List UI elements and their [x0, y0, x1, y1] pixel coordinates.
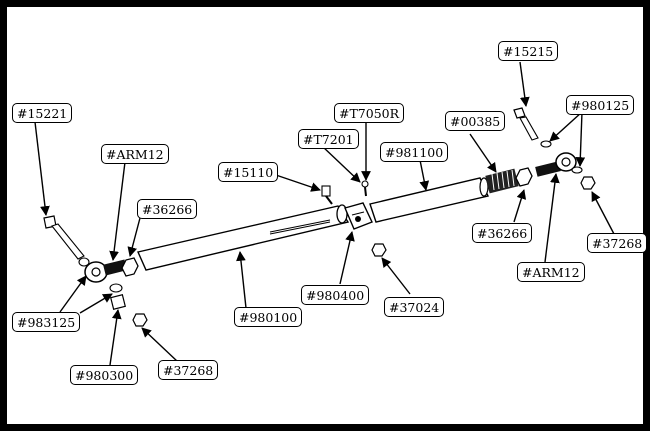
washer-left: [78, 257, 90, 267]
clamp-block-980400: [344, 202, 373, 230]
tube-981100: [369, 177, 489, 223]
label-00385: #00385: [445, 111, 506, 131]
bolt-15221: [43, 215, 85, 260]
label-980100: #980100: [234, 307, 303, 327]
washers-980125: [540, 140, 583, 174]
label-t7050r: #T7050R: [334, 103, 405, 123]
label-983125: #983125: [12, 312, 81, 332]
label-arm12-right: #ARM12: [517, 262, 585, 282]
nut-37268-left: [132, 313, 148, 327]
label-t7201: #T7201: [298, 129, 359, 149]
spacer-980300: [109, 283, 127, 311]
bolt-15215: [513, 107, 539, 141]
label-37024: #37024: [384, 297, 445, 317]
label-980300: #980300: [70, 365, 139, 385]
nut-36266-left: [121, 257, 139, 277]
leader-arrows: [34, 61, 615, 366]
nut-36266-right: [515, 167, 533, 187]
label-981100: #981100: [380, 142, 449, 162]
label-37268-left: #37268: [158, 360, 219, 380]
label-37268-right: #37268: [587, 233, 648, 253]
spring-00385: [485, 168, 519, 194]
threaded-rod-arm12-right: [535, 161, 561, 177]
nut-37268-right: [580, 176, 596, 190]
label-36266-right: #36266: [472, 223, 533, 243]
threaded-rod-arm12-left: [103, 259, 128, 276]
label-15221: #15221: [12, 103, 73, 123]
label-arm12-left: #ARM12: [101, 144, 169, 164]
label-15110: #15110: [218, 162, 279, 182]
label-36266-left: #36266: [137, 199, 198, 219]
label-980125: #980125: [566, 95, 635, 115]
rod-end-right: [555, 152, 577, 172]
bolt-15110: [321, 185, 333, 205]
nut-37024: [371, 243, 387, 257]
label-15215: #15215: [498, 41, 559, 61]
label-980400: #980400: [301, 285, 370, 305]
screw-t7201: [361, 180, 369, 197]
tube-980100: [137, 205, 350, 271]
